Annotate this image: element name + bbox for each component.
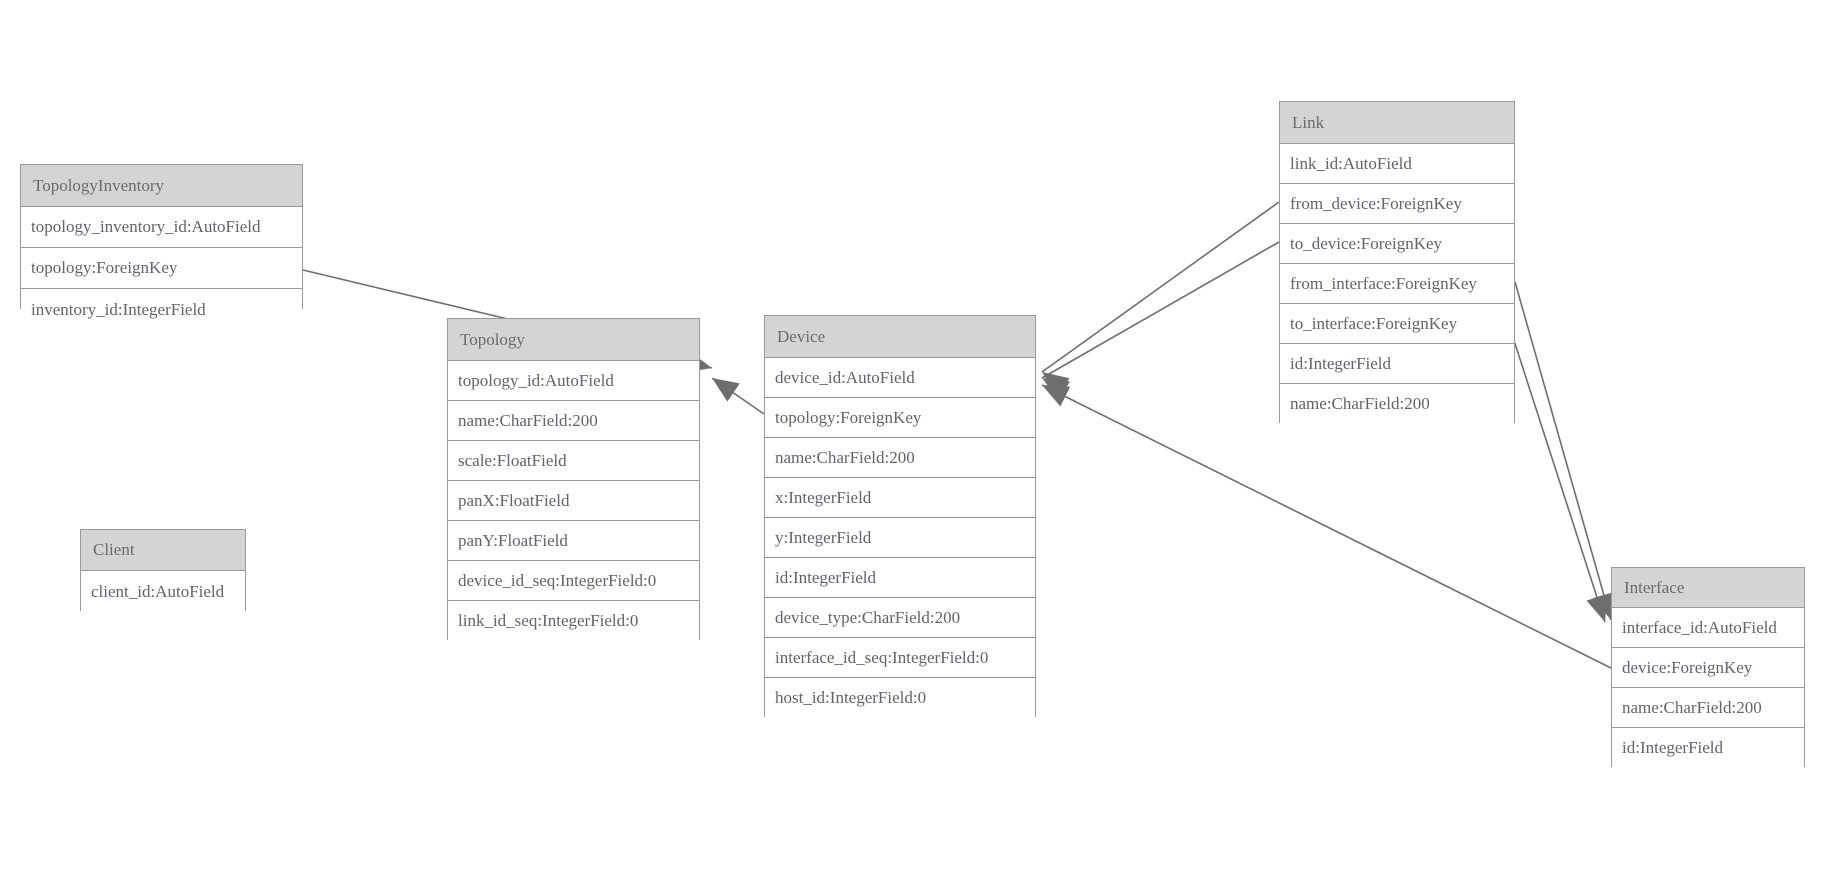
entity-field-row[interactable]: scale:FloatField [448, 441, 699, 481]
entity-field-row[interactable]: topology_inventory_id:AutoField [21, 207, 302, 248]
entity-field-row[interactable]: device_type:CharField:200 [765, 598, 1035, 638]
entity-field-row[interactable]: client_id:AutoField [81, 571, 245, 612]
entity-title: TopologyInventory [21, 165, 302, 207]
entity-field-row[interactable]: name:CharField:200 [1280, 384, 1514, 424]
entity-field-row[interactable]: topology:ForeignKey [21, 248, 302, 289]
entity-field-row[interactable]: interface_id:AutoField [1612, 608, 1804, 648]
entity-field-row[interactable]: id:IntegerField [1612, 728, 1804, 768]
entity-title: Interface [1612, 568, 1804, 608]
entity-field-row[interactable]: y:IntegerField [765, 518, 1035, 558]
relationship-line [1507, 321, 1606, 623]
entity-field-row[interactable]: id:IntegerField [765, 558, 1035, 598]
entity-field-row[interactable]: device:ForeignKey [1612, 648, 1804, 688]
entity-field-row[interactable]: name:CharField:200 [765, 438, 1035, 478]
entity-field-row[interactable]: topology:ForeignKey [765, 398, 1035, 438]
relationship-line [1041, 241, 1280, 379]
entity-field-row[interactable]: device_id:AutoField [765, 358, 1035, 398]
entity-field-row[interactable]: from_device:ForeignKey [1280, 184, 1514, 224]
entity-field-row[interactable]: x:IntegerField [765, 478, 1035, 518]
entity-title: Device [765, 316, 1035, 358]
entity-field-row[interactable]: link_id_seq:IntegerField:0 [448, 601, 699, 641]
relationship-arrowhead [1586, 593, 1608, 622]
entity-field-row[interactable]: panY:FloatField [448, 521, 699, 561]
entity-field-row[interactable]: from_interface:ForeignKey [1280, 264, 1514, 304]
entity-field-row[interactable]: host_id:IntegerField:0 [765, 678, 1035, 718]
relationship-arrowhead [712, 378, 740, 402]
entity-title: Client [81, 530, 245, 571]
entity-field-row[interactable]: panX:FloatField [448, 481, 699, 521]
entity-field-row[interactable]: link_id:AutoField [1280, 144, 1514, 184]
relationship-line [1041, 201, 1280, 373]
relationship-line [1514, 281, 1612, 621]
relationship-line [1041, 384, 1612, 669]
entity-field-row[interactable]: inventory_id:IntegerField [21, 289, 302, 330]
entity-field-row[interactable]: name:CharField:200 [448, 401, 699, 441]
relationship-arrowhead [1042, 385, 1071, 407]
entity-field-row[interactable]: topology_id:AutoField [448, 361, 699, 401]
entity-field-row[interactable]: interface_id_seq:IntegerField:0 [765, 638, 1035, 678]
entity-field-row[interactable]: id:IntegerField [1280, 344, 1514, 384]
entity-field-row[interactable]: device_id_seq:IntegerField:0 [448, 561, 699, 601]
entity-field-row[interactable]: to_device:ForeignKey [1280, 224, 1514, 264]
entity-field-row[interactable]: to_interface:ForeignKey [1280, 304, 1514, 344]
entity-field-row[interactable]: name:CharField:200 [1612, 688, 1804, 728]
entity-title: Link [1280, 102, 1514, 144]
entity-title: Topology [448, 319, 699, 361]
